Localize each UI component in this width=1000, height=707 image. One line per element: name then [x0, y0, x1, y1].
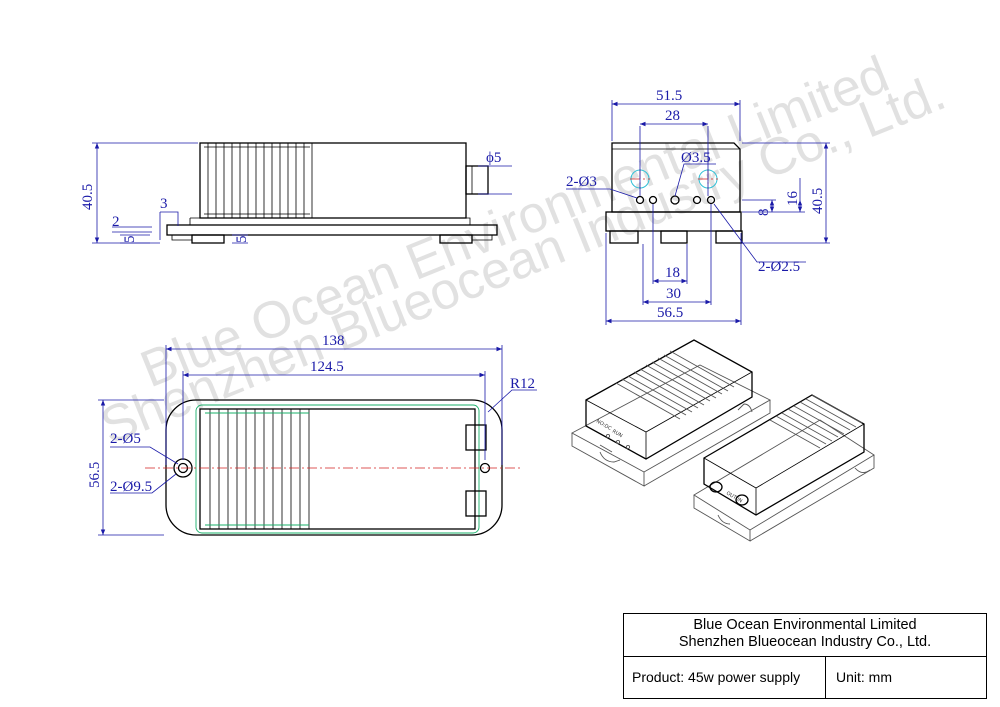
front-height: 40.5: [810, 188, 826, 214]
front-width-top: 51.5: [656, 88, 682, 104]
side-dim-5-foot: 5: [234, 236, 250, 244]
front-w30: 30: [666, 286, 681, 302]
top-hole-small: 2-Ø5: [110, 431, 141, 447]
company-name-cn: Shenzhen Blueocean Industry Co., Ltd.: [678, 634, 932, 650]
front-view: 51.5 28 Ø3.5 2-Ø3 2-Ø2.5 40.5 16 8 18 30…: [566, 88, 830, 325]
top-mount-spacing: 124.5: [310, 359, 344, 375]
front-foot-right: [715, 230, 743, 244]
hole-1: [635, 195, 645, 205]
watermark: Blue Ocean Environmental Limited Shenzhe…: [93, 45, 954, 456]
front-base-width: 56.5: [657, 305, 683, 321]
top-hole-large: 2-Ø9.5: [110, 479, 152, 495]
front-hole-spacing: 28: [665, 108, 680, 124]
hole-2: [648, 195, 658, 205]
side-foot-left: [191, 234, 225, 244]
front-right-holes: 2-Ø2.5: [758, 259, 800, 275]
side-foot-right: [439, 234, 473, 244]
hole-4: [706, 195, 716, 205]
front-body: [611, 142, 741, 213]
side-dim-3: 3: [160, 196, 168, 212]
svg-text:RUN: RUN: [611, 429, 624, 440]
side-dim-5-left: 5: [122, 236, 138, 244]
side-base: [166, 224, 498, 236]
top-body-outline: [195, 404, 480, 534]
side-connector-label: ϕ5: [486, 150, 501, 166]
front-h16: 16: [785, 191, 801, 207]
unit-label: Unit: mm: [836, 669, 892, 685]
top-base-plate: [165, 399, 503, 536]
iso-view-left: NO:DC RUN: [571, 339, 771, 487]
watermark-line2: Shenzhen Blueocean Industry Co., Ltd.: [93, 63, 954, 456]
side-connector: [465, 165, 489, 195]
top-radius: R12: [510, 376, 535, 392]
top-connector-lower: [465, 490, 487, 517]
top-body: [199, 408, 476, 530]
hole-3: [692, 195, 702, 205]
top-view: 138 124.5 R12 2-Ø5 2-Ø9.5 56.5: [87, 333, 537, 536]
company-name-en: Blue Ocean Environmental Limited: [693, 617, 917, 633]
product-label: Product: 45w power supply: [624, 657, 826, 698]
svg-text:NO:DC: NO:DC: [595, 419, 613, 433]
front-h8: 8: [756, 209, 772, 217]
front-center-hole: Ø3.5: [681, 150, 711, 166]
side-dim-2: 2: [112, 214, 120, 230]
front-foot-center: [660, 230, 688, 244]
top-length: 138: [322, 333, 345, 349]
top-fins: [205, 409, 310, 529]
title-block: Blue Ocean Environmental Limited Shenzhe…: [623, 613, 987, 699]
front-foot-left: [609, 230, 639, 244]
front-left-holes: 2-Ø3: [566, 174, 597, 190]
top-connector-upper: [465, 424, 487, 451]
side-view: 40.5 3 2 5 5 ϕ5: [80, 142, 512, 244]
front-w18: 18: [665, 265, 680, 281]
top-width: 56.5: [87, 462, 103, 488]
title-company: Blue Ocean Environmental Limited Shenzhe…: [624, 614, 986, 657]
side-height-label: 40.5: [80, 184, 96, 210]
iso-view-right: OUT IN: [693, 394, 875, 542]
side-fins: [204, 143, 313, 218]
